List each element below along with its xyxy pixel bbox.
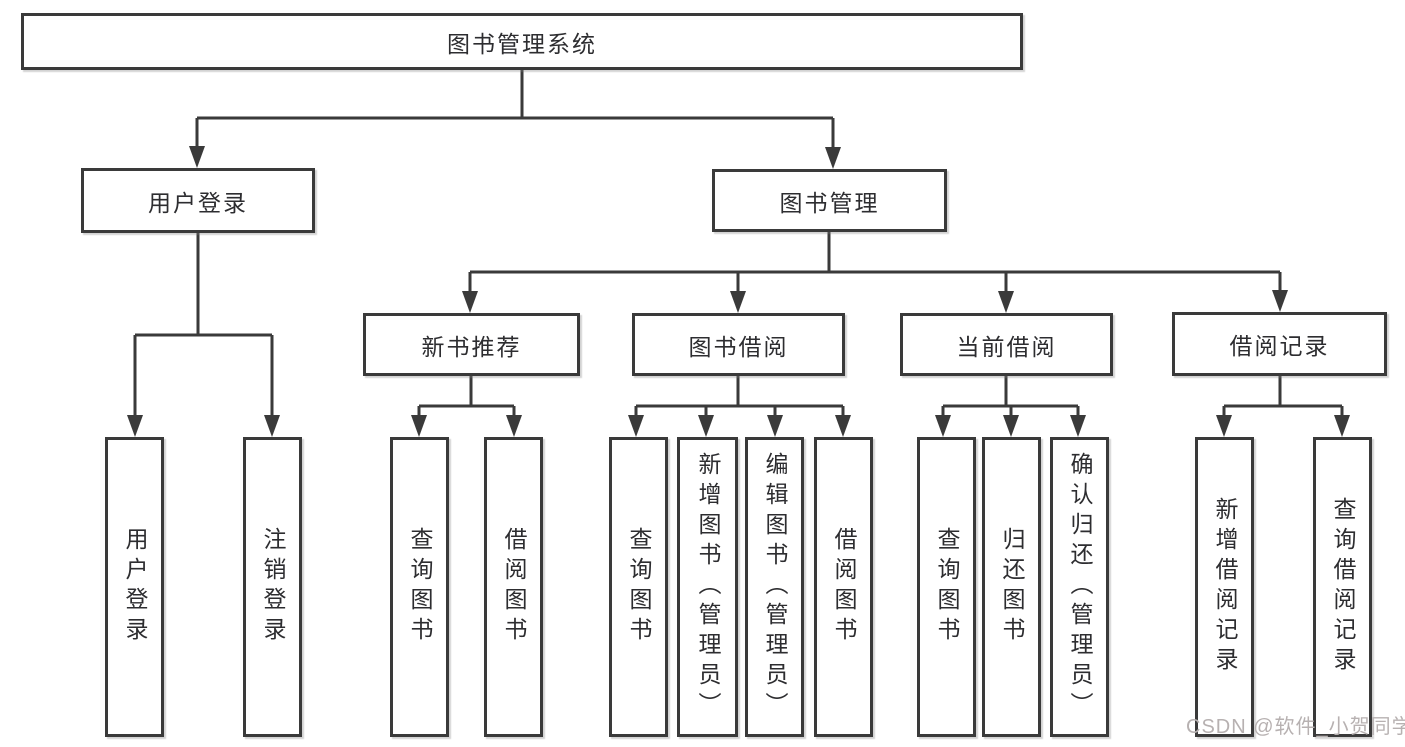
node-label: 图书管理系统	[447, 30, 597, 57]
leaf-borrow-books: 借阅图书	[814, 437, 873, 737]
leaf-add-book-admin: 新增图书（管理员）	[677, 437, 738, 737]
leaf-label: 查询图书	[934, 527, 960, 647]
node-current-borrowing: 当前借阅	[900, 313, 1113, 376]
node-borrowing-records: 借阅记录	[1172, 312, 1387, 376]
leaf-label: 新增借阅记录	[1212, 497, 1238, 677]
node-label: 借阅记录	[1229, 333, 1330, 359]
leaf-user-login: 用户登录	[105, 437, 164, 737]
leaf-query-books-borrow: 查询图书	[609, 437, 668, 737]
leaf-label: 用户登录	[122, 527, 148, 647]
node-label: 图书借阅	[688, 333, 789, 360]
leaf-query-borrow-record: 查询借阅记录	[1313, 437, 1372, 737]
leaf-label: 查询图书	[626, 527, 652, 647]
leaf-label: 查询借阅记录	[1330, 497, 1356, 677]
node-label: 新书推荐	[421, 333, 522, 360]
leaf-logout: 注销登录	[243, 437, 302, 737]
leaf-add-borrow-record: 新增借阅记录	[1195, 437, 1254, 737]
leaf-confirm-return-admin: 确认归还（管理员）	[1050, 437, 1109, 737]
leaf-edit-book-admin: 编辑图书（管理员）	[745, 437, 804, 737]
node-library-management-system: 图书管理系统	[21, 13, 1023, 70]
node-label: 当前借阅	[956, 333, 1057, 360]
node-book-borrowing: 图书借阅	[632, 313, 845, 376]
leaf-borrow-books-recommend: 借阅图书	[484, 437, 543, 737]
node-new-book-recommendation: 新书推荐	[363, 313, 580, 376]
leaf-label: 借阅图书	[831, 527, 857, 647]
node-label: 图书管理	[779, 189, 880, 216]
leaf-query-books-recommend: 查询图书	[390, 437, 449, 737]
node-book-management: 图书管理	[712, 169, 947, 232]
node-label: 用户登录	[148, 189, 248, 216]
csdn-watermark: CSDN @软件_小贺同学	[1186, 716, 1405, 738]
leaf-label: 借阅图书	[501, 527, 527, 647]
node-user-login: 用户登录	[81, 168, 315, 233]
leaf-label: 注销登录	[260, 527, 286, 647]
leaf-label: 确认归还（管理员）	[1067, 452, 1093, 722]
leaf-label: 编辑图书（管理员）	[762, 452, 788, 722]
leaf-label: 归还图书	[999, 527, 1025, 647]
leaf-label: 查询图书	[407, 527, 433, 647]
leaf-return-book: 归还图书	[982, 437, 1041, 737]
leaf-label: 新增图书（管理员）	[695, 452, 721, 722]
leaf-query-books-current: 查询图书	[917, 437, 976, 737]
